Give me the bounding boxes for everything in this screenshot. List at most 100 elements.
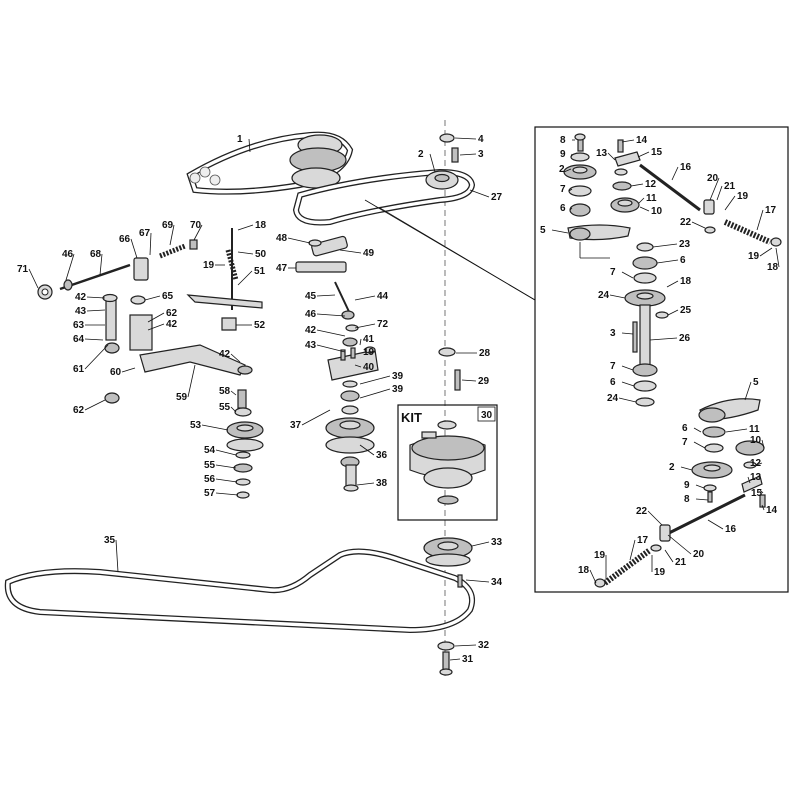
callout-i21a: 21 <box>724 181 736 192</box>
callout-i16b: 16 <box>725 524 737 535</box>
leader-c62 <box>147 312 165 323</box>
callout-i20a: 20 <box>707 173 719 184</box>
leader-c1 <box>248 138 251 153</box>
callout-i18a: 18 <box>767 262 779 273</box>
callout-c42b: 42 <box>166 319 178 330</box>
rod-16-bottom <box>664 493 746 537</box>
leader-i18a <box>775 247 780 268</box>
callout-c35: 35 <box>104 535 116 546</box>
leader-i17a <box>756 209 764 231</box>
leader-c54 <box>215 449 237 456</box>
leader-i25 <box>667 309 679 316</box>
callout-i10a: 10 <box>651 206 663 217</box>
callout-c19a: 19 <box>203 260 215 271</box>
leader-i17b <box>629 539 636 561</box>
callout-c36: 36 <box>376 450 388 461</box>
inset-connector-bottom <box>379 207 536 301</box>
callout-c53: 53 <box>190 420 202 431</box>
bracket-59 <box>139 344 246 376</box>
callout-i2a: 2 <box>559 164 565 175</box>
callout-i6d: 6 <box>682 423 688 434</box>
callout-c68: 68 <box>90 249 102 260</box>
leader-c65 <box>144 295 161 301</box>
leader-c40 <box>354 364 362 368</box>
leader-i12a <box>630 183 644 187</box>
kit-number: 30 <box>481 410 493 421</box>
belt-35 <box>4 548 476 634</box>
leader-i24b <box>618 397 637 403</box>
leader-c32 <box>454 644 477 647</box>
callout-i8b: 8 <box>684 494 690 505</box>
leader-i10a <box>639 206 650 212</box>
callout-i11a: 11 <box>646 193 657 204</box>
callout-c34: 34 <box>491 577 503 588</box>
callout-i13a: 13 <box>596 148 608 159</box>
callout-i9a: 9 <box>560 149 566 160</box>
callout-c59: 59 <box>176 392 188 403</box>
callout-c58: 58 <box>219 386 231 397</box>
leader-i6c <box>621 381 635 387</box>
inset-parts <box>563 133 782 588</box>
callout-c29: 29 <box>478 376 490 387</box>
leader-c33 <box>471 541 490 547</box>
callout-c71: 71 <box>17 264 29 275</box>
callout-c50: 50 <box>255 249 267 260</box>
leader-i16a <box>671 166 679 181</box>
callout-i19d: 19 <box>654 567 666 578</box>
leader-c46 <box>65 253 75 281</box>
callout-c42c: 42 <box>219 349 231 360</box>
callout-i15b: 15 <box>751 488 763 499</box>
leader-i13b <box>747 476 751 484</box>
callout-c3: 3 <box>478 149 484 160</box>
leader-c64 <box>84 338 104 341</box>
leader-c59 <box>187 364 196 398</box>
callout-i18c: 18 <box>578 565 590 576</box>
leader-i9b <box>695 484 705 489</box>
clip-52 <box>221 317 237 331</box>
callout-i14a: 14 <box>636 135 648 146</box>
leader-c51 <box>237 270 253 286</box>
leader-i10b <box>761 439 765 449</box>
leader-i5a <box>551 229 569 234</box>
leader-i3 <box>621 332 634 335</box>
leader-c37 <box>301 409 331 426</box>
callout-c39a: 39 <box>392 371 404 382</box>
callout-c62: 62 <box>166 308 178 319</box>
leader-i15b <box>759 489 764 494</box>
pin-63 <box>105 299 117 341</box>
top-belt-assembly <box>186 131 476 226</box>
callout-c66: 66 <box>119 234 131 245</box>
callout-c39b: 39 <box>392 384 404 395</box>
callout-c61: 61 <box>73 364 85 375</box>
callout-i13b: 13 <box>750 472 762 483</box>
callout-c65: 65 <box>162 291 174 302</box>
leader-i9a <box>570 153 573 158</box>
callout-c18a: 18 <box>255 220 267 231</box>
callout-c43a: 43 <box>75 306 87 317</box>
callout-c60: 60 <box>110 367 122 378</box>
leader-c44 <box>354 295 376 301</box>
leader-c41 <box>359 338 362 346</box>
leader-c55a <box>230 406 237 413</box>
callout-c49: 49 <box>363 248 375 259</box>
leader-c27 <box>469 189 490 198</box>
leader-c34 <box>465 579 490 583</box>
leader-c72 <box>354 323 376 329</box>
leader-c68 <box>99 253 103 276</box>
leader-c42c <box>230 353 241 363</box>
leader-c4 <box>454 137 477 140</box>
callout-c32: 32 <box>478 640 490 651</box>
callout-i24a: 24 <box>598 290 610 301</box>
leader-i12b <box>755 462 763 466</box>
leader-i11b <box>725 428 748 433</box>
left-linkage-cluster <box>37 228 264 499</box>
callout-i3: 3 <box>610 328 616 339</box>
callout-c41: 41 <box>363 334 375 345</box>
leader-c35 <box>115 539 119 573</box>
leader-c57 <box>215 492 239 496</box>
callout-c57: 57 <box>204 488 216 499</box>
callout-i26: 26 <box>679 333 691 344</box>
callout-c63: 63 <box>73 320 85 331</box>
callout-c69: 69 <box>162 220 174 231</box>
